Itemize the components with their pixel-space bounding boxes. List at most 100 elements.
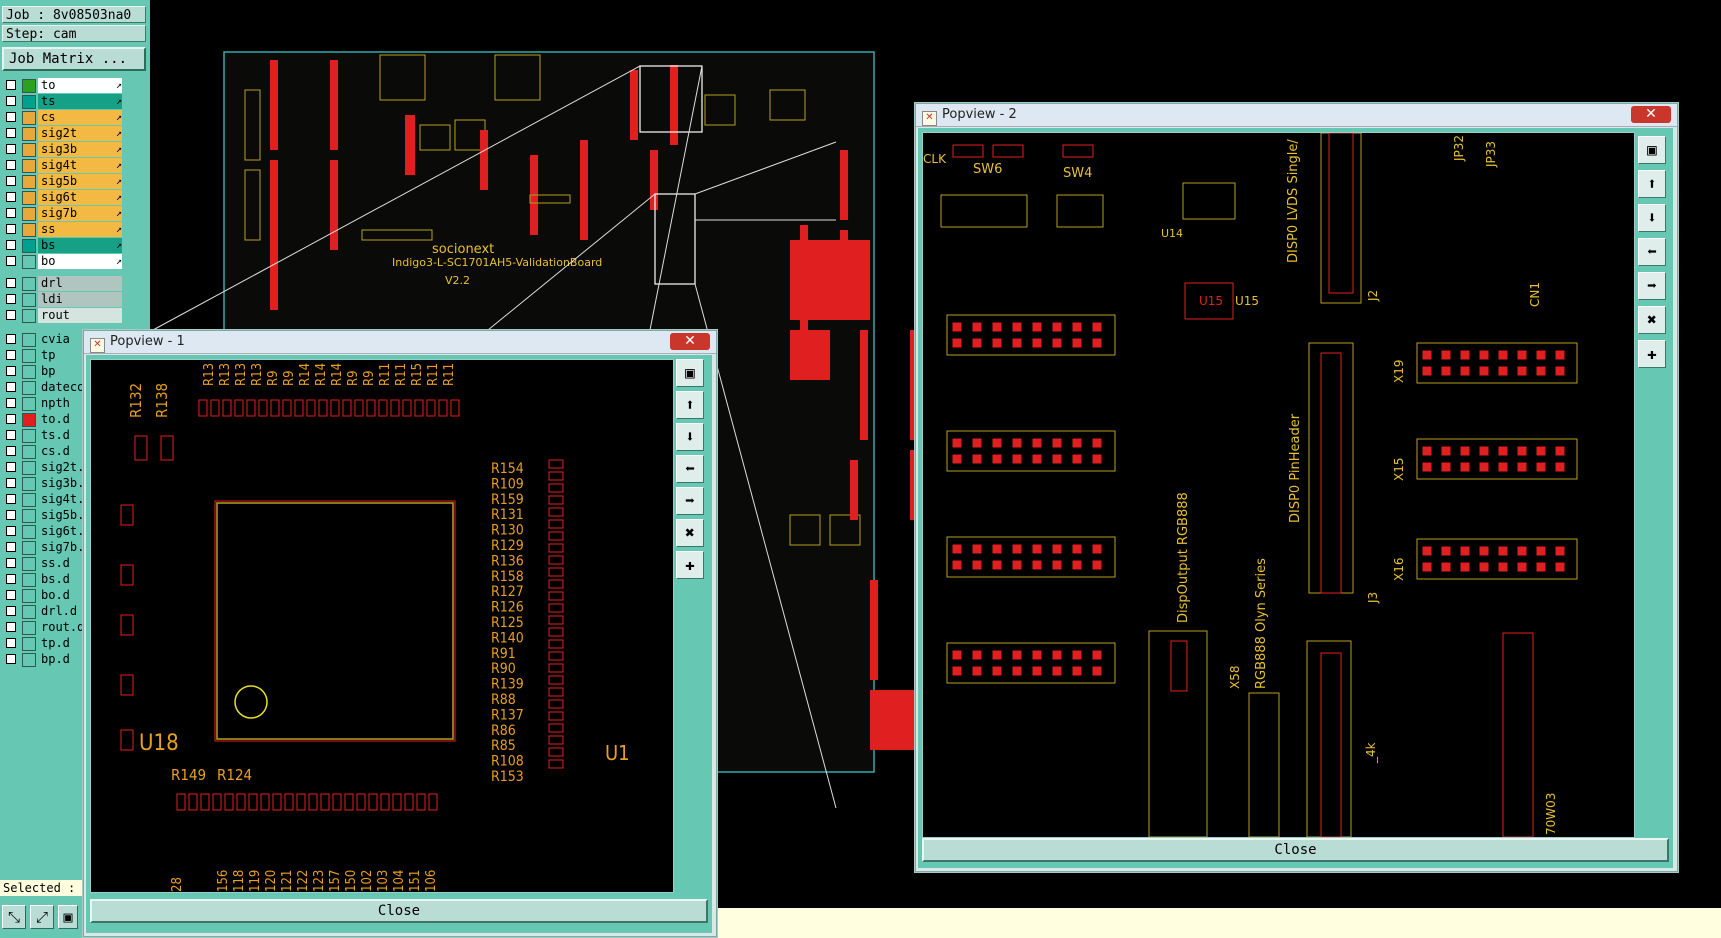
layer-color-swatch[interactable] (22, 95, 36, 109)
layer-name[interactable]: bs↗ (38, 238, 122, 253)
layer-row[interactable]: bp.d (2, 652, 146, 668)
layer-checkbox[interactable] (6, 350, 16, 360)
measure-icon[interactable]: ⤢ (30, 905, 54, 929)
layer-color-swatch[interactable] (22, 365, 36, 379)
popview-1-titlebar[interactable]: ✕Popview - 1 ✕ (84, 331, 716, 354)
layer-row[interactable]: rout (2, 308, 146, 324)
layer-checkbox[interactable] (6, 574, 16, 584)
layer-checkbox[interactable] (6, 638, 16, 648)
popview-2-close-button[interactable]: Close (922, 838, 1669, 862)
layer-color-swatch[interactable] (22, 541, 36, 555)
layer-color-swatch[interactable] (22, 381, 36, 395)
layer-name[interactable]: sig6t↗ (38, 190, 122, 205)
layer-name[interactable]: cs↗ (38, 110, 122, 125)
layer-color-swatch[interactable] (22, 573, 36, 587)
layer-checkbox[interactable] (6, 176, 16, 186)
layer-name[interactable]: sig4t↗ (38, 158, 122, 173)
layer-name[interactable]: sig5b↗ (38, 174, 122, 189)
layer-checkbox[interactable] (6, 334, 16, 344)
layer-color-swatch[interactable] (22, 397, 36, 411)
layer-checkbox[interactable] (6, 278, 16, 288)
layer-name[interactable]: to↗ (38, 78, 122, 93)
zoom-home-icon[interactable]: ▣ (676, 359, 704, 387)
layer-name[interactable]: rout (38, 308, 122, 323)
zoom-out-icon[interactable]: ✚ (1638, 340, 1666, 368)
layer-checkbox[interactable] (6, 224, 16, 234)
layer-checkbox[interactable] (6, 430, 16, 440)
layer-name[interactable]: bo↗ (38, 254, 122, 269)
layer-color-swatch[interactable] (22, 255, 36, 269)
layer-color-swatch[interactable] (22, 79, 36, 93)
layer-name[interactable]: drl (38, 276, 122, 291)
layer-row[interactable]: sig4t↗ (2, 158, 146, 174)
layer-name[interactable]: sig7b↗ (38, 206, 122, 221)
layer-checkbox[interactable] (6, 510, 16, 520)
arrow-right-icon[interactable]: ➡ (676, 487, 704, 515)
layer-checkbox[interactable] (6, 208, 16, 218)
layer-color-swatch[interactable] (22, 191, 36, 205)
layer-color-swatch[interactable] (22, 111, 36, 125)
layer-checkbox[interactable] (6, 256, 16, 266)
layer-name[interactable]: sig2t↗ (38, 126, 122, 141)
layer-row[interactable]: ss↗ (2, 222, 146, 238)
layer-color-swatch[interactable] (22, 175, 36, 189)
layer-checkbox[interactable] (6, 294, 16, 304)
layer-checkbox[interactable] (6, 398, 16, 408)
layer-checkbox[interactable] (6, 240, 16, 250)
layer-row[interactable]: bs↗ (2, 238, 146, 254)
layer-row[interactable]: to↗ (2, 78, 146, 94)
layer-checkbox[interactable] (6, 494, 16, 504)
zoom-in-icon[interactable]: ✖ (676, 519, 704, 547)
layer-checkbox[interactable] (6, 366, 16, 376)
zoom-in-icon[interactable]: ✖ (1638, 306, 1666, 334)
layer-color-swatch[interactable] (22, 621, 36, 635)
popview-2-titlebar[interactable]: ✕Popview - 2 ✕ (916, 104, 1677, 127)
layer-row[interactable]: sig5b↗ (2, 174, 146, 190)
layer-checkbox[interactable] (6, 542, 16, 552)
layer-color-swatch[interactable] (22, 309, 36, 323)
arrow-right-icon[interactable]: ➡ (1638, 272, 1666, 300)
layer-row[interactable]: ts↗ (2, 94, 146, 110)
layer-name[interactable]: ts↗ (38, 94, 122, 109)
layer-checkbox[interactable] (6, 144, 16, 154)
layer-checkbox[interactable] (6, 446, 16, 456)
layer-checkbox[interactable] (6, 526, 16, 536)
layer-checkbox[interactable] (6, 382, 16, 392)
layer-row[interactable]: drl (2, 276, 146, 292)
layer-checkbox[interactable] (6, 128, 16, 138)
layer-color-swatch[interactable] (22, 461, 36, 475)
layer-color-swatch[interactable] (22, 143, 36, 157)
layer-color-swatch[interactable] (22, 413, 36, 427)
layer-checkbox[interactable] (6, 654, 16, 664)
layer-color-swatch[interactable] (22, 493, 36, 507)
layer-color-swatch[interactable] (22, 653, 36, 667)
layer-color-swatch[interactable] (22, 509, 36, 523)
layer-color-swatch[interactable] (22, 637, 36, 651)
layer-color-swatch[interactable] (22, 159, 36, 173)
layer-checkbox[interactable] (6, 310, 16, 320)
layer-color-swatch[interactable] (22, 239, 36, 253)
layer-color-swatch[interactable] (22, 293, 36, 307)
layer-row[interactable]: sig6t↗ (2, 190, 146, 206)
layer-checkbox[interactable] (6, 112, 16, 122)
zoom-out-icon[interactable]: ✚ (676, 551, 704, 579)
layer-tool-icon[interactable]: ▣ (58, 905, 78, 929)
layer-row[interactable]: bo↗ (2, 254, 146, 270)
layer-color-swatch[interactable] (22, 349, 36, 363)
layer-color-swatch[interactable] (22, 605, 36, 619)
layer-checkbox[interactable] (6, 414, 16, 424)
layer-checkbox[interactable] (6, 558, 16, 568)
layer-checkbox[interactable] (6, 478, 16, 488)
layer-checkbox[interactable] (6, 96, 16, 106)
layer-row[interactable]: sig2t↗ (2, 126, 146, 142)
layer-color-swatch[interactable] (22, 207, 36, 221)
arrow-down-icon[interactable]: ⬇ (1638, 204, 1666, 232)
layer-row[interactable]: sig7b↗ (2, 206, 146, 222)
layer-color-swatch[interactable] (22, 445, 36, 459)
arrow-down-icon[interactable]: ⬇ (676, 423, 704, 451)
layer-name[interactable]: ss↗ (38, 222, 122, 237)
arrow-left-icon[interactable]: ⬅ (676, 455, 704, 483)
layer-color-swatch[interactable] (22, 477, 36, 491)
